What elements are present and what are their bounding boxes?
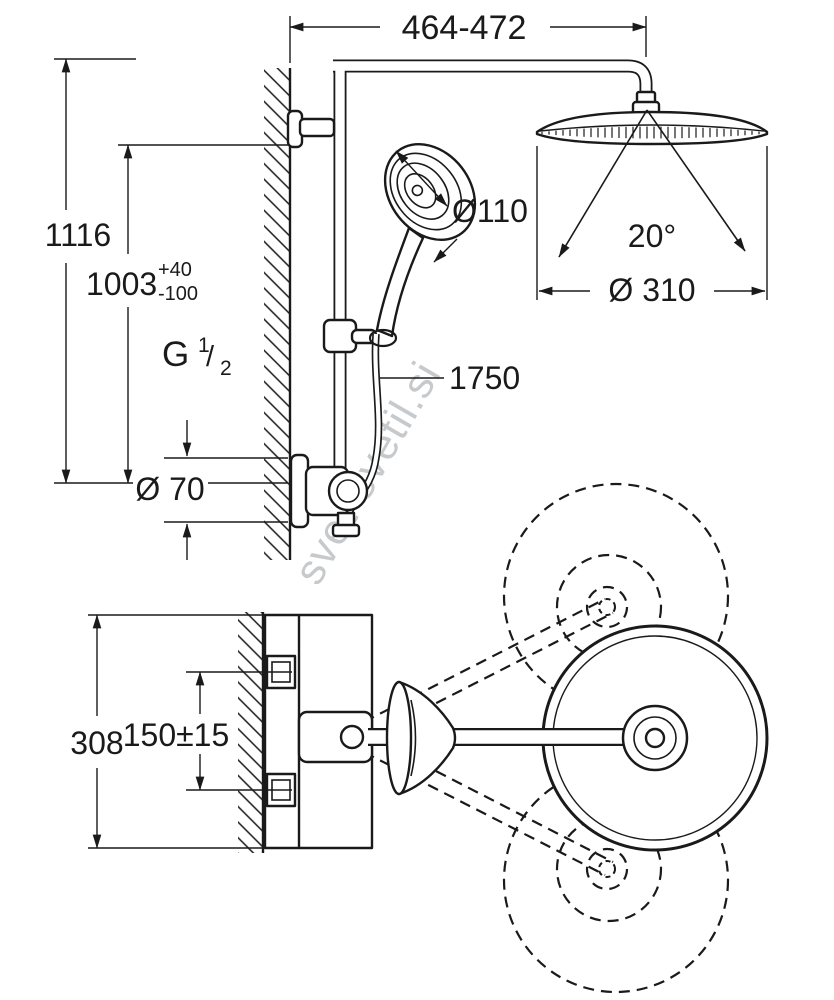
side-view: 20° Ø 310 Ø110 1750 464-472 <box>45 9 769 560</box>
swivel-arm-dashed-up <box>347 598 614 745</box>
headshower-diameter-label: Ø 310 <box>608 272 695 308</box>
valve-knob <box>327 470 369 512</box>
handshower-diameter-label: Ø110 <box>452 193 528 229</box>
tilt-angle-callout: 20° <box>558 109 746 258</box>
rail-height-label: 1003 <box>86 266 157 302</box>
hose-length-label: 1750 <box>449 360 520 396</box>
tilt-angle-label: 20° <box>628 218 676 254</box>
plan-view: 308 150±15 <box>70 482 769 994</box>
dim-top-width: 464-472 <box>289 9 647 63</box>
wall-section-side <box>264 68 292 560</box>
wall-section-plan <box>238 612 265 853</box>
dim-overall-height: 1116 <box>45 58 288 484</box>
spray-face-hatch <box>541 126 763 139</box>
connection-spacing-label: 150±15 <box>123 717 230 753</box>
thread-g: G <box>162 335 189 374</box>
handshower-head <box>383 142 477 242</box>
top-width-label: 464-472 <box>402 9 527 47</box>
shower-pipes <box>333 59 653 469</box>
dim-rail-height: 1003 +40 -100 <box>86 144 288 484</box>
slider-clamp <box>322 318 378 354</box>
handshower-holder-plan <box>385 680 457 796</box>
headshower-plan-center <box>621 704 689 772</box>
handshower <box>368 142 477 348</box>
dim-headshower-diameter: Ø 310 <box>536 146 768 308</box>
plan-height-label: 308 <box>70 725 123 761</box>
headshower-side <box>535 90 769 146</box>
thread-numerator: 1 <box>198 334 210 357</box>
dim-connection-spacing: 150±15 <box>123 671 292 791</box>
rail-height-tol-minus: -100 <box>158 283 198 305</box>
rail-height-tol-plus: +40 <box>158 259 192 281</box>
escutcheon-diameter-label: Ø 70 <box>135 471 204 507</box>
dim-handshower-diameter: Ø110 <box>395 150 528 263</box>
thread-slash: / <box>206 341 215 373</box>
dim-hose-length: 1750 <box>379 360 520 396</box>
overall-height-label: 1116 <box>45 217 111 253</box>
dim-escutcheon-diameter: Ø 70 <box>135 420 288 560</box>
thread-label: G 1 / 2 <box>162 334 232 380</box>
dim-plan-height: 308 <box>70 614 268 849</box>
hose-nut <box>331 523 361 538</box>
swivel-arm-dashed-down <box>347 729 614 876</box>
rail-wall-bracket <box>286 109 336 149</box>
handshower-holder-ring <box>368 328 398 348</box>
thread-denominator: 2 <box>220 357 232 380</box>
valve-body-plan <box>263 613 374 850</box>
handshower-handle <box>375 226 425 338</box>
thermostat-valve-side <box>289 453 369 538</box>
